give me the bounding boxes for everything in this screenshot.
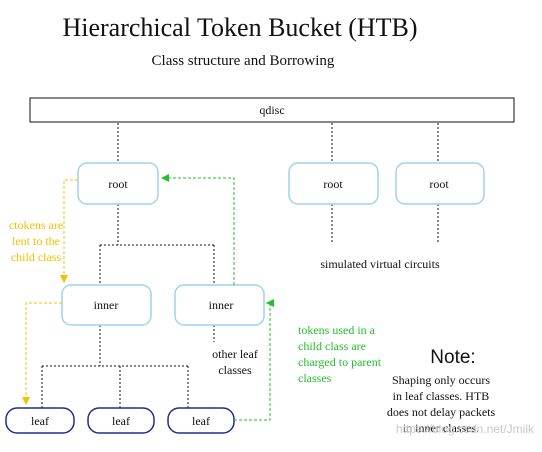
inner-left-label: inner xyxy=(94,298,119,312)
root-main-box xyxy=(77,162,159,205)
leaf-3-label: leaf xyxy=(192,414,210,428)
note-line-1: Shaping only occurs xyxy=(392,373,490,387)
diagram-subtitle: Class structure and Borrowing xyxy=(152,53,335,69)
tokens-arrow-leaf-to-inner xyxy=(234,299,274,421)
ctokens-line-3: child class xyxy=(11,250,62,264)
tokens-line-4: classes xyxy=(298,371,332,385)
root-vc1-box xyxy=(288,162,379,205)
other-leaf-line-2: classes xyxy=(218,363,252,377)
root-vc2-label: root xyxy=(429,177,449,191)
inner-left-box xyxy=(61,284,152,326)
root-main-label: root xyxy=(108,177,128,191)
ctokens-arrow-root-to-inner xyxy=(60,179,78,283)
ctokens-line-2: lent to the xyxy=(12,234,60,248)
watermark-text: https://blog.csdn.net/Jmilk xyxy=(396,422,535,436)
leaf-1-box xyxy=(5,407,75,434)
tokens-line-3: charged to parent xyxy=(298,355,382,369)
inner-right-box xyxy=(174,284,265,326)
leaf-2-label: leaf xyxy=(112,414,130,428)
root-vc2-box xyxy=(395,162,485,205)
diagram-title: Hierarchical Token Bucket (HTB) xyxy=(62,13,417,42)
tokens-arrow-inner-to-root xyxy=(161,174,235,285)
tokens-line-2: child class are xyxy=(298,339,366,353)
note-heading: Note: xyxy=(430,347,475,368)
inner-right-label: inner xyxy=(209,298,234,312)
qdisc-label: qdisc xyxy=(259,103,284,117)
tokens-line-1: tokens used in a xyxy=(298,323,376,337)
other-leaf-line-1: other leaf xyxy=(212,347,258,361)
note-line-3: does not delay packets xyxy=(387,405,496,419)
leaf-1-label: leaf xyxy=(31,414,49,428)
note-line-4: in inner classes. xyxy=(403,421,479,435)
qdisc-box xyxy=(29,97,515,123)
root-vc1-label: root xyxy=(323,177,343,191)
ctokens-line-1: ctokens are xyxy=(9,218,63,232)
note-line-2: in leaf classes. HTB xyxy=(393,389,490,403)
leaf-2-box xyxy=(87,407,155,434)
ctokens-arrow-inner-to-leaf xyxy=(22,302,62,405)
connector-lines xyxy=(41,123,439,408)
simulated-circuits-label: simulated virtual circuits xyxy=(320,257,440,271)
